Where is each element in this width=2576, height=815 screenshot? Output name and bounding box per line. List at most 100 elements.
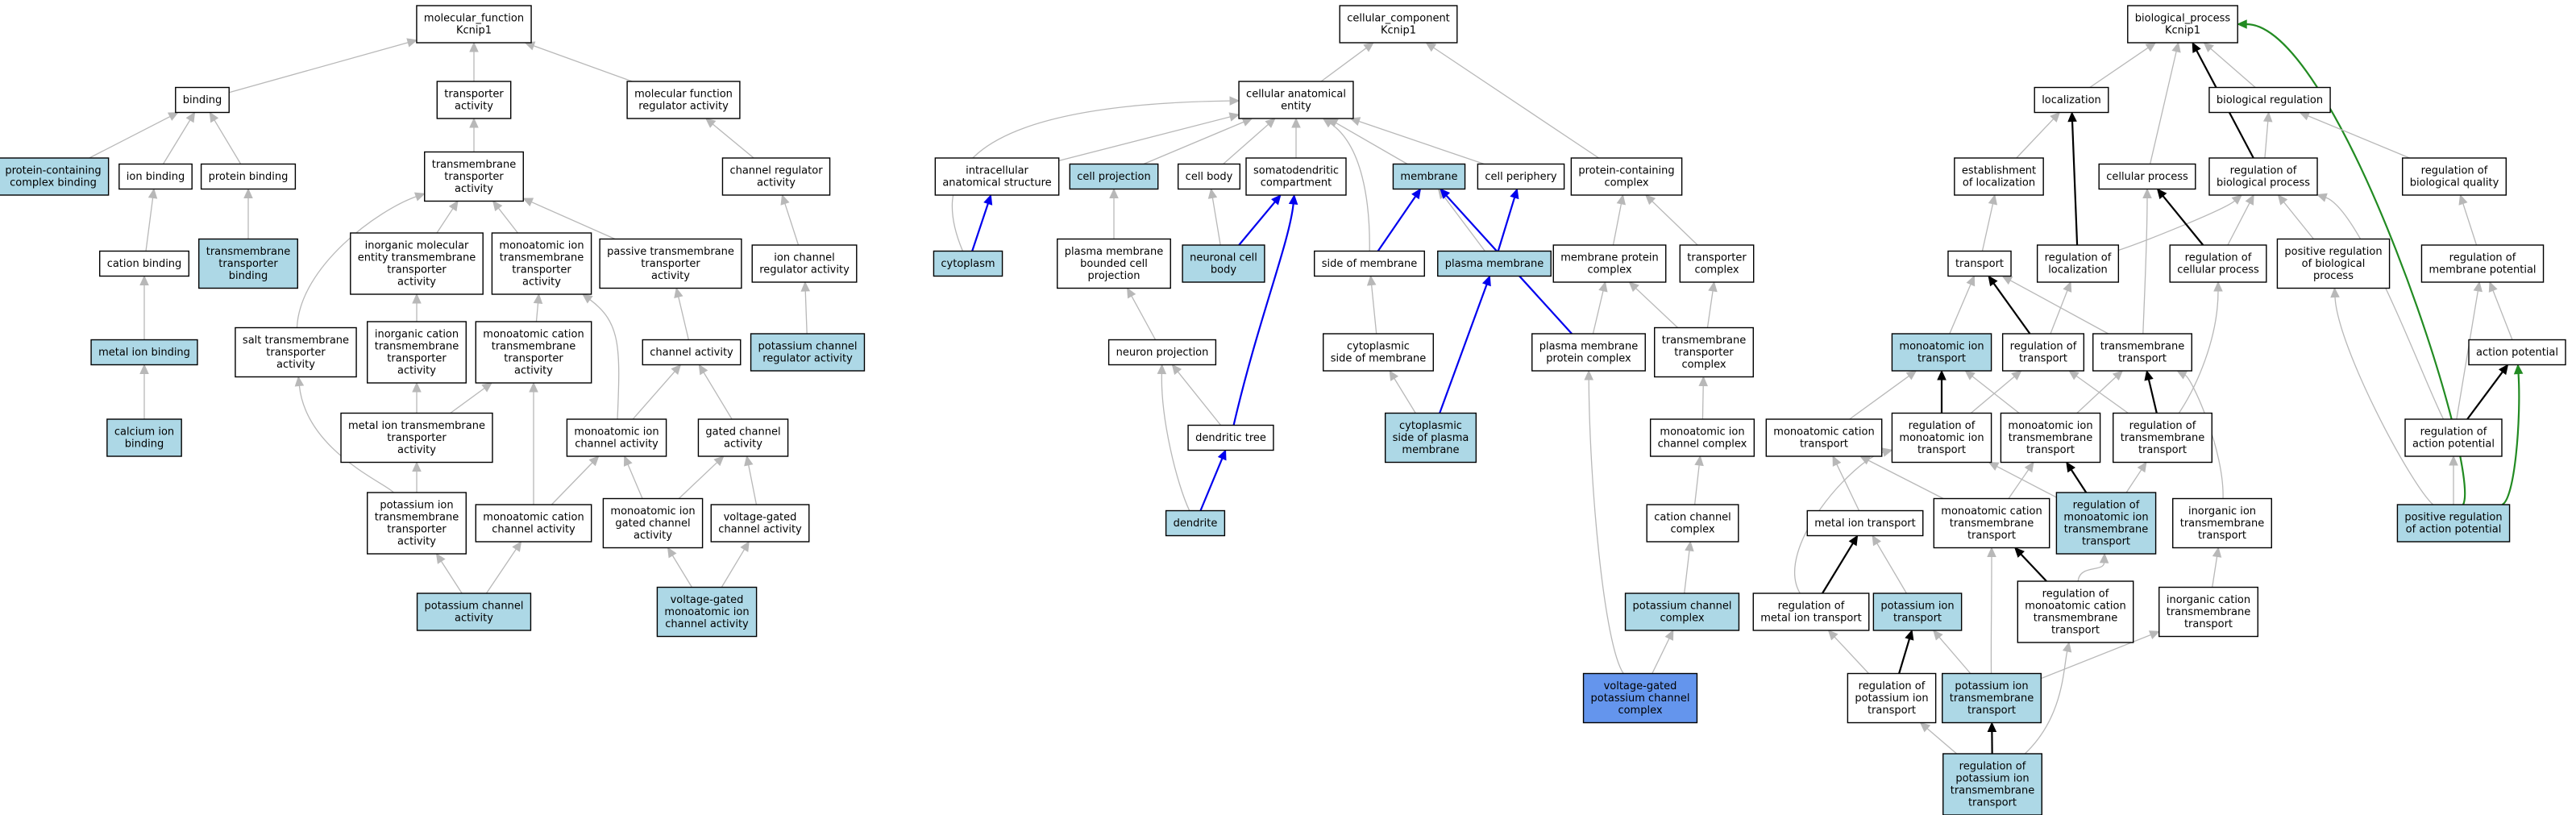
- go-term-label: regulator activity: [762, 353, 853, 365]
- go-term-label: transport: [2019, 353, 2067, 365]
- go-term-label: regulator activity: [759, 264, 850, 277]
- relation-arrowhead: [1217, 449, 1227, 461]
- go-term-box: [2396, 504, 2511, 543]
- relation-edge: [2492, 290, 2513, 340]
- relation-edge: [229, 42, 409, 94]
- go-term-node: channel activity: [642, 339, 742, 366]
- go-term-label: transmembrane: [2034, 613, 2118, 625]
- relation-edge: [589, 299, 620, 420]
- go-term-label: transporter: [1674, 347, 1734, 359]
- relation-edge: [712, 123, 754, 159]
- go-term-box: [1806, 509, 1924, 537]
- go-term-box: [1679, 244, 1755, 283]
- go-term-label: regulation of: [2421, 165, 2488, 177]
- go-term-box: [2208, 157, 2318, 196]
- relation-edge: [89, 115, 171, 159]
- relation-edge: [2076, 376, 2117, 414]
- relation-edge: [1394, 378, 1416, 414]
- relation-arrowhead: [2192, 41, 2201, 53]
- go-term-label: membrane: [1402, 444, 1459, 456]
- relation-edge: [2020, 553, 2047, 582]
- go-term-label: transmembrane: [1662, 335, 1747, 347]
- relation-edge: [1131, 295, 1157, 340]
- go-term-box: [2055, 492, 2157, 555]
- relation-edge: [2016, 119, 2055, 159]
- go-term-label: localization: [2042, 94, 2101, 106]
- relation-arrowhead: [1598, 281, 1608, 293]
- go-term-label: dendrite: [1174, 518, 1218, 530]
- go-term-box: [1187, 424, 1274, 451]
- go-term-box: [599, 238, 742, 289]
- relation-arrowhead: [1265, 118, 1276, 128]
- relation-arrowhead: [1157, 364, 1167, 375]
- relation-edge: [2077, 562, 2105, 582]
- relation-edge: [1358, 120, 1485, 165]
- relation-arrowhead: [1425, 42, 1437, 52]
- relation-arrowhead: [1207, 188, 1218, 199]
- relation-arrowhead: [481, 382, 492, 393]
- relation-arrowhead: [2498, 364, 2509, 376]
- go-term-label: transport: [2184, 618, 2233, 630]
- relation-arrowhead: [1440, 188, 1451, 199]
- relation-edge: [1926, 728, 1958, 755]
- go-term-box: [0, 157, 110, 196]
- relation-arrowhead: [1322, 118, 1334, 128]
- go-term-box: [710, 504, 810, 543]
- go-term-label: activity: [397, 365, 436, 377]
- go-term-node: monoatomic cationtransmembranetransporte…: [475, 321, 592, 384]
- relation-edge: [1223, 123, 1269, 164]
- relation-edge: [2118, 200, 2236, 252]
- go-term-node: monoatomic iontransmembranetransporterac…: [491, 232, 592, 295]
- relation-edge: [1211, 198, 1221, 246]
- go-term-label: transporter: [218, 258, 278, 270]
- relation-arrowhead: [2299, 111, 2311, 121]
- go-term-box: [2402, 157, 2507, 196]
- relation-arrowhead: [1481, 275, 1491, 287]
- go-term-label: salt transmembrane: [243, 335, 349, 347]
- go-term-box: [118, 163, 193, 190]
- go-term-label: protein complex: [1546, 353, 1631, 365]
- go-term-label: inorganic cation: [375, 329, 459, 341]
- relation-edge: [1949, 284, 1971, 335]
- go-term-label: transport: [2026, 444, 2075, 456]
- go-term-box: [2208, 86, 2331, 114]
- relation-arrowhead: [529, 381, 538, 393]
- relation-arrowhead: [1291, 117, 1301, 128]
- go-term-label: inorganic ion: [2188, 505, 2256, 518]
- relation-edge: [2149, 51, 2177, 164]
- relation-arrowhead: [2137, 461, 2147, 473]
- go-term-label: regulation of: [2449, 252, 2516, 264]
- go-term-box: [2172, 497, 2272, 549]
- relation-edge: [678, 462, 718, 499]
- relation-arrowhead: [740, 540, 750, 552]
- relation-arrowhead: [1271, 194, 1282, 206]
- go-term-label: transmembrane: [1950, 518, 2034, 530]
- relation-arrowhead: [147, 188, 158, 199]
- relation-edge: [2008, 469, 2030, 499]
- go-term-label: entity: [1281, 101, 1311, 113]
- go-term-label: inorganic molecular: [365, 240, 469, 252]
- go-term-label: transporter: [444, 89, 504, 101]
- go-term-label: regulation of: [1859, 680, 1926, 692]
- relation-arrowhead: [1411, 188, 1422, 200]
- go-term-label: potassium ion: [1955, 680, 2028, 692]
- go-term-box: [2092, 333, 2192, 372]
- go-term-label: Kcnip1: [1381, 25, 1416, 37]
- go-term-node: action potential: [2468, 339, 2566, 366]
- go-term-label: activity: [397, 444, 436, 456]
- go-term-box: [1649, 418, 1755, 457]
- relation-edge: [1370, 285, 1377, 335]
- relation-edge: [1701, 385, 1704, 420]
- go-term-box: [2468, 339, 2566, 366]
- relation-edge: [678, 297, 689, 340]
- go-term-label: voltage-gated: [671, 594, 744, 606]
- go-term-label: regulation of: [1909, 420, 1976, 432]
- go-term-label: activity: [522, 277, 561, 289]
- go-term-label: transport: [1967, 530, 2016, 542]
- go-term-box: [491, 232, 592, 295]
